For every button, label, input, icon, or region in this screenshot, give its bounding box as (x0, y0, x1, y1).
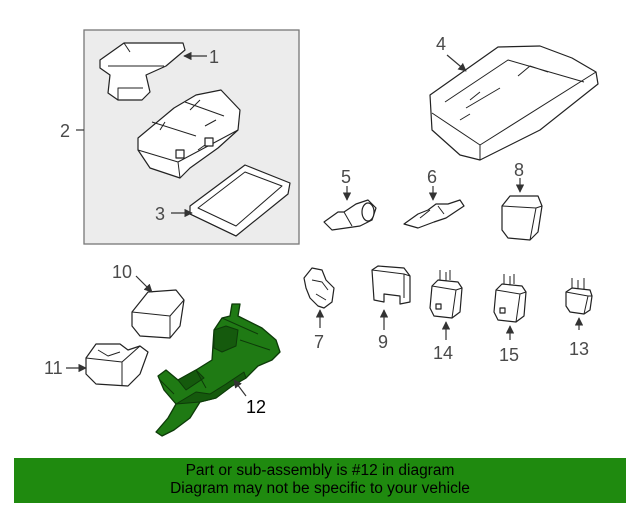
callout-8: 8 (514, 160, 524, 180)
callout-3: 3 (155, 204, 165, 224)
part-8-fuse[interactable] (501, 195, 543, 241)
leader-12 (233, 379, 247, 397)
part-15-relay[interactable] (493, 274, 527, 323)
part-2-fuse-block[interactable] (137, 89, 241, 179)
part-9-relay-cap[interactable] (371, 265, 411, 305)
callout-15: 15 (499, 345, 519, 365)
part-6-fuse[interactable] (403, 199, 465, 229)
part-14-relay[interactable] (429, 270, 463, 319)
callout-6: 6 (427, 167, 437, 187)
callout-7: 7 (314, 332, 324, 352)
part-12-bracket-highlighted[interactable] (155, 303, 281, 437)
callout-12: 12 (246, 397, 266, 417)
info-banner: Part or sub-assembly is #12 in diagram D… (14, 458, 626, 503)
callout-1: 1 (209, 47, 219, 67)
leader-4 (446, 54, 467, 72)
part-7-bracket[interactable] (303, 267, 335, 309)
banner-line-1: Part or sub-assembly is #12 in diagram (185, 462, 455, 479)
callout-13: 13 (569, 339, 589, 359)
part-10-relay-block[interactable] (131, 289, 185, 339)
part-4-module[interactable] (429, 45, 599, 161)
part-11-connector[interactable] (85, 343, 149, 387)
callout-2: 2 (60, 121, 70, 141)
part-13-relay[interactable] (565, 278, 593, 315)
callout-4: 4 (436, 34, 446, 54)
callout-9: 9 (378, 332, 388, 352)
callout-5: 5 (341, 167, 351, 187)
callout-14: 14 (433, 343, 453, 363)
callout-11: 11 (44, 358, 63, 378)
banner-line-2: Diagram may not be specific to your vehi… (170, 480, 470, 497)
callout-10: 10 (112, 262, 132, 282)
leader-10 (135, 275, 153, 293)
part-5-fusible-link[interactable] (323, 199, 377, 231)
part-1-cover[interactable] (99, 42, 186, 101)
